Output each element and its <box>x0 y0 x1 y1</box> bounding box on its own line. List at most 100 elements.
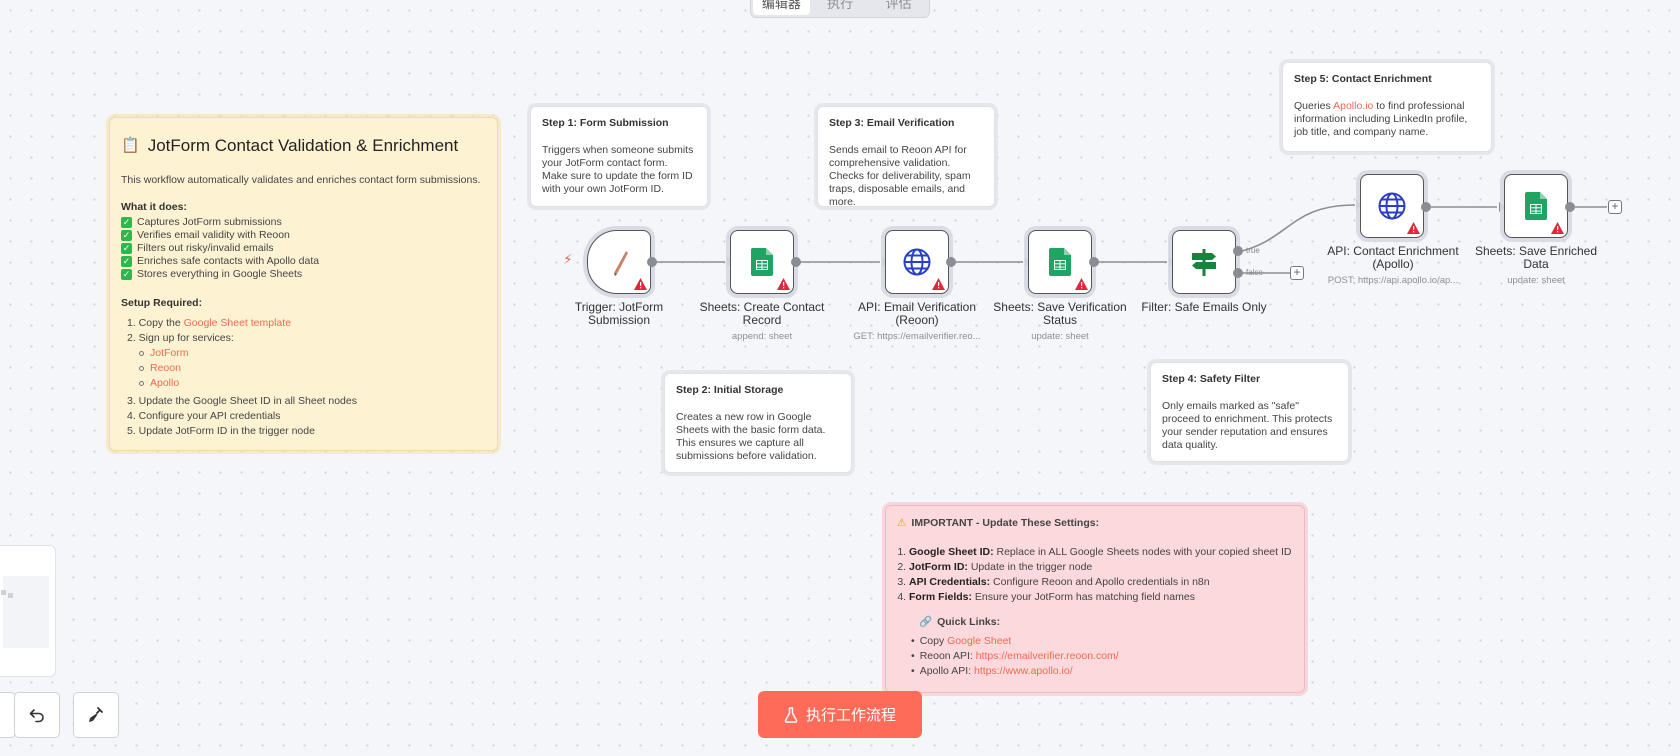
overview-title-text: JotForm Contact Validation & Enrichment <box>147 136 459 155</box>
overview-note[interactable]: 📋 JotForm Contact Validation & Enrichmen… <box>109 117 498 451</box>
setup-step-5: 5. Update JotForm ID in the trigger node <box>127 425 315 437</box>
node-sheets-create[interactable] <box>730 230 794 294</box>
warning-icon: ⚠ <box>897 517 907 529</box>
step3-note[interactable]: Step 3: Email Verification Sends email t… <box>817 106 995 208</box>
false-output-handle[interactable] <box>1233 268 1243 278</box>
output-handle[interactable] <box>1421 202 1431 212</box>
step4-body: Only emails marked as "safe" proceed to … <box>1162 400 1333 451</box>
step2-body: Creates a new row in Google Sheets with … <box>676 411 826 462</box>
step4-title: Step 4: Safety Filter <box>1162 373 1261 385</box>
node-label: Sheets: Save Verification Status <box>993 300 1127 327</box>
step5-note[interactable]: Step 5: Contact Enrichment Queries Apoll… <box>1282 62 1492 152</box>
step1-body: Triggers when someone submits your JotFo… <box>542 144 694 195</box>
step3-body: Sends email to Reoon API for comprehensi… <box>829 144 971 208</box>
setup-step-3: 3. Update the Google Sheet ID in all She… <box>127 395 357 407</box>
output-handle[interactable] <box>791 257 801 267</box>
add-node-button[interactable]: + <box>1290 266 1304 280</box>
warning-icon <box>1551 222 1564 234</box>
warning-icon <box>634 278 647 290</box>
node-subtitle: GET: https://emailverifier.reo... <box>853 331 981 342</box>
service-item: Apollo <box>139 376 486 391</box>
step1-note[interactable]: Step 1: Form Submission Triggers when so… <box>530 106 708 207</box>
panel-dot <box>1 590 6 595</box>
bullet-icon <box>139 381 144 386</box>
step4-note[interactable]: Step 4: Safety Filter Only emails marked… <box>1150 362 1349 462</box>
execute-workflow-button[interactable]: 执行工作流程 <box>758 691 922 738</box>
feature-item: ✓Stores everything in Google Sheets <box>121 268 303 280</box>
globe-icon <box>903 248 931 276</box>
warning-icon <box>1407 222 1420 234</box>
step3-title: Step 3: Email Verification <box>829 117 955 129</box>
panel-dot <box>8 593 13 598</box>
important-note[interactable]: ⚠ IMPORTANT - Update These Settings: Goo… <box>885 505 1305 693</box>
add-node-button[interactable]: + <box>1608 200 1622 214</box>
node-email-verification[interactable] <box>885 230 949 294</box>
apollo-api-link[interactable]: https://www.apollo.io/ <box>973 665 1073 677</box>
important-item: JotForm ID: Update in the trigger node <box>909 560 1293 575</box>
node-subtitle: update: sheet <box>1031 331 1089 342</box>
quick-link-item: Reoon API: https://emailverifier.reoon.c… <box>920 649 1293 664</box>
google-sheets-icon <box>1049 248 1071 276</box>
check-icon: ✓ <box>121 230 132 241</box>
apollo-io-link[interactable]: Apollo.io <box>1333 100 1374 112</box>
warning-icon <box>777 278 790 290</box>
reoon-api-link[interactable]: https://emailverifier.reoon.com/ <box>975 650 1119 662</box>
tab-editor[interactable]: 编辑器 <box>753 0 810 15</box>
node-jotform-trigger[interactable] <box>587 230 651 294</box>
node-label: Filter: Safe Emails Only <box>1141 300 1267 314</box>
quick-links-heading: 🔗 Quick Links: <box>919 616 1001 628</box>
output-handle[interactable] <box>946 257 956 267</box>
true-output-handle[interactable] <box>1233 246 1243 256</box>
tab-evaluations[interactable]: 评估 <box>885 0 912 11</box>
bullet-icon <box>139 351 144 356</box>
jotform-link[interactable]: JotForm <box>150 347 189 359</box>
tab-executions[interactable]: 执行 <box>827 0 854 11</box>
signpost-icon <box>1192 249 1216 276</box>
apollo-link[interactable]: Apollo <box>150 377 180 389</box>
feature-item: ✓Captures JotForm submissions <box>121 216 282 228</box>
setup-heading: Setup Required: <box>121 297 203 309</box>
side-panel[interactable] <box>0 545 56 677</box>
check-icon: ✓ <box>121 243 132 254</box>
check-icon: ✓ <box>121 217 132 228</box>
trigger-bolt-icon: ⚡ <box>563 251 573 267</box>
sheet-template-link[interactable]: Google Sheet template <box>183 317 292 329</box>
important-item: API Credentials: Configure Reoon and Apo… <box>909 575 1293 590</box>
output-handle[interactable] <box>647 257 657 267</box>
reoon-link[interactable]: Reoon <box>150 362 181 374</box>
jotform-icon <box>614 251 628 276</box>
setup-step-4: 4. Configure your API credentials <box>127 410 281 422</box>
important-item: Form Fields: Ensure your JotForm has mat… <box>909 590 1293 605</box>
step2-note[interactable]: Step 2: Initial Storage Creates a new ro… <box>664 373 852 473</box>
service-item: Reoon <box>139 361 486 376</box>
node-label: Sheets: Create Contact Record <box>699 300 825 327</box>
arrow-head <box>1499 202 1505 212</box>
undo-icon <box>29 709 44 723</box>
output-handle[interactable] <box>1089 257 1099 267</box>
node-subtitle: POST: https://api.apollo.io/ap... <box>1327 275 1459 286</box>
flask-icon <box>784 706 798 723</box>
service-item: JotForm <box>139 346 486 361</box>
important-title: ⚠ IMPORTANT - Update These Settings: <box>897 517 1100 529</box>
node-subtitle: append: sheet <box>731 331 793 342</box>
node-sheets-save-verification[interactable] <box>1028 230 1092 294</box>
google-sheets-icon <box>751 248 773 276</box>
arrow-head <box>1356 200 1362 210</box>
node-sheets-save-enriched[interactable] <box>1504 174 1568 238</box>
node-filter-safe-emails[interactable] <box>1172 230 1236 294</box>
step2-title: Step 2: Initial Storage <box>676 384 784 396</box>
google-sheet-link[interactable]: Google Sheet <box>947 635 1012 647</box>
check-icon: ✓ <box>121 256 132 267</box>
tidy-up-button[interactable] <box>73 692 119 738</box>
important-item: Google Sheet ID: Replace in ALL Google S… <box>909 545 1293 560</box>
node-label: API: Email Verification (Reoon) <box>857 300 977 327</box>
node-apollo-enrichment[interactable] <box>1360 174 1424 238</box>
edge-filter-true-to-apollo <box>1237 204 1356 253</box>
feature-item: ✓Verifies email validity with Reoon <box>121 229 290 241</box>
warning-icon <box>932 278 945 290</box>
execute-workflow-label: 执行工作流程 <box>805 707 896 724</box>
panel-placeholder <box>3 576 49 648</box>
undo-button[interactable] <box>14 692 60 738</box>
step5-body: Queries Apollo.io to find professional i… <box>1294 100 1468 138</box>
output-handle[interactable] <box>1565 202 1575 212</box>
